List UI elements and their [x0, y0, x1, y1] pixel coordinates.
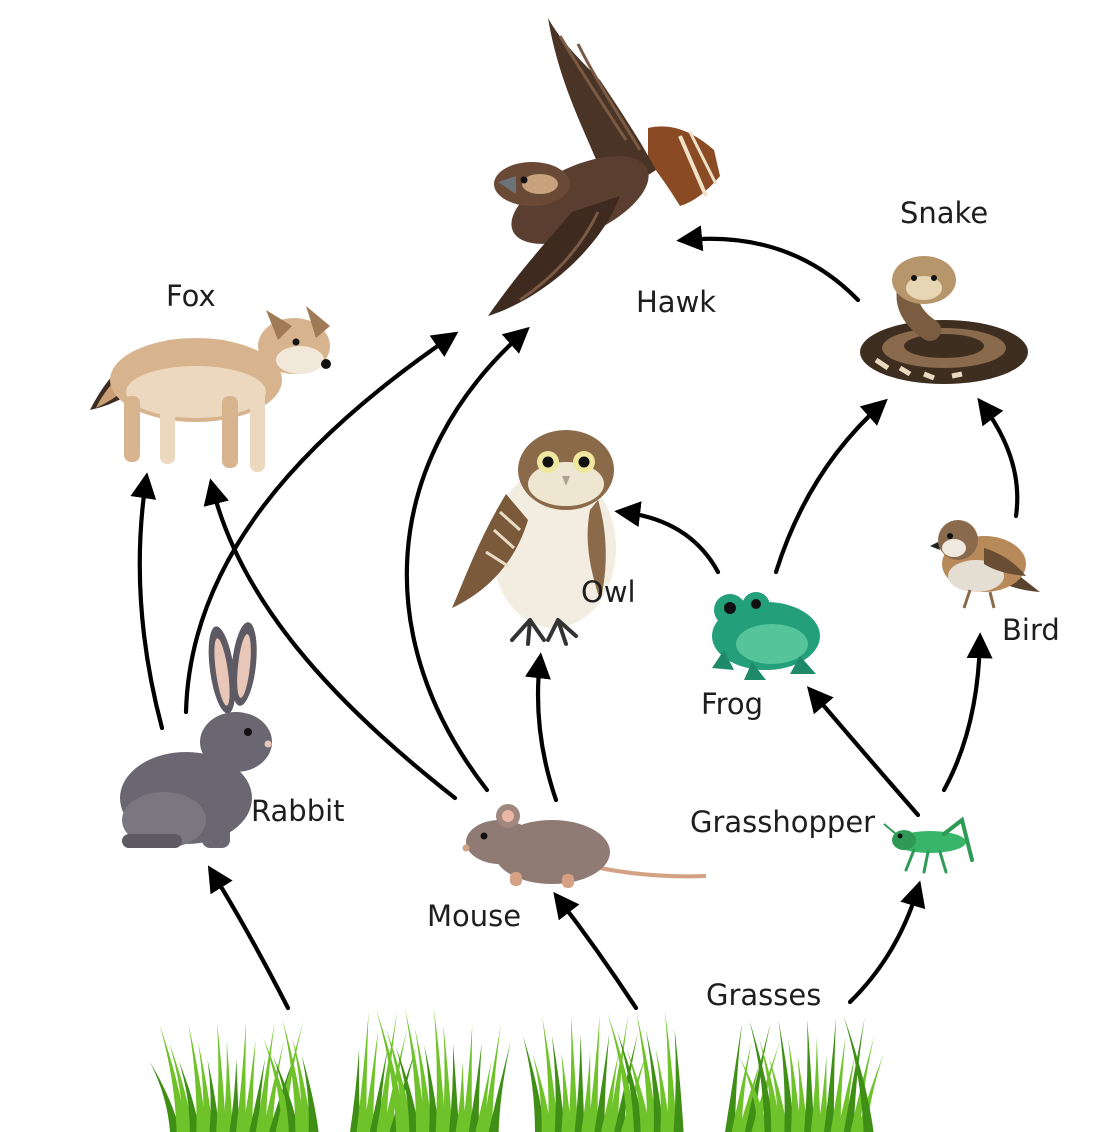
arrow-mouse-to-fox — [203, 478, 458, 801]
grasshopper-icon — [883, 816, 974, 874]
label-mouse: Mouse — [427, 899, 522, 933]
label-snake: Snake — [900, 196, 989, 230]
arrow-bird-to-snake — [977, 397, 1020, 519]
grass-clump — [725, 1016, 884, 1132]
label-hawk: Hawk — [636, 285, 717, 319]
owl-icon — [452, 430, 616, 646]
arrow-mouse-to-hawk — [404, 326, 530, 793]
frog-icon — [712, 592, 820, 680]
label-rabbit: Rabbit — [251, 794, 345, 828]
arrow-mouse-to-owl — [525, 652, 559, 803]
rabbit-icon — [120, 622, 272, 848]
grass-icon — [150, 1008, 884, 1132]
bird-icon — [930, 520, 1040, 609]
arrow-grasshopper-to-frog — [806, 686, 921, 818]
label-bird: Bird — [1002, 613, 1060, 647]
arrow-grasshopper-to-bird — [941, 632, 993, 793]
label-grasses: Grasses — [706, 978, 822, 1012]
label-fox: Fox — [166, 279, 216, 313]
arrow-frog-to-snake — [773, 398, 888, 575]
grass-clump — [150, 1019, 319, 1132]
label-grasshopper: Grasshopper — [690, 805, 876, 839]
label-frog: Frog — [701, 687, 764, 721]
arrow-grasses-to-mouse — [553, 891, 639, 1011]
fox-icon — [90, 306, 331, 472]
arrow-grasses-to-rabbit — [207, 865, 291, 1011]
arrow-snake-to-hawk — [676, 225, 861, 303]
snake-icon — [860, 256, 1028, 384]
grass-clump — [523, 1011, 684, 1132]
mouse-icon — [462, 804, 707, 888]
arrow-frog-to-owl — [614, 501, 721, 575]
grass-clump — [350, 1008, 511, 1132]
hawk-icon — [488, 18, 720, 316]
arrow-layer — [130, 225, 1020, 1011]
arrow-rabbit-to-fox — [130, 472, 165, 731]
arrow-rabbit-to-hawk — [183, 331, 459, 715]
arrow-grasses-to-grasshopper — [847, 880, 926, 1005]
label-owl: Owl — [581, 575, 636, 609]
